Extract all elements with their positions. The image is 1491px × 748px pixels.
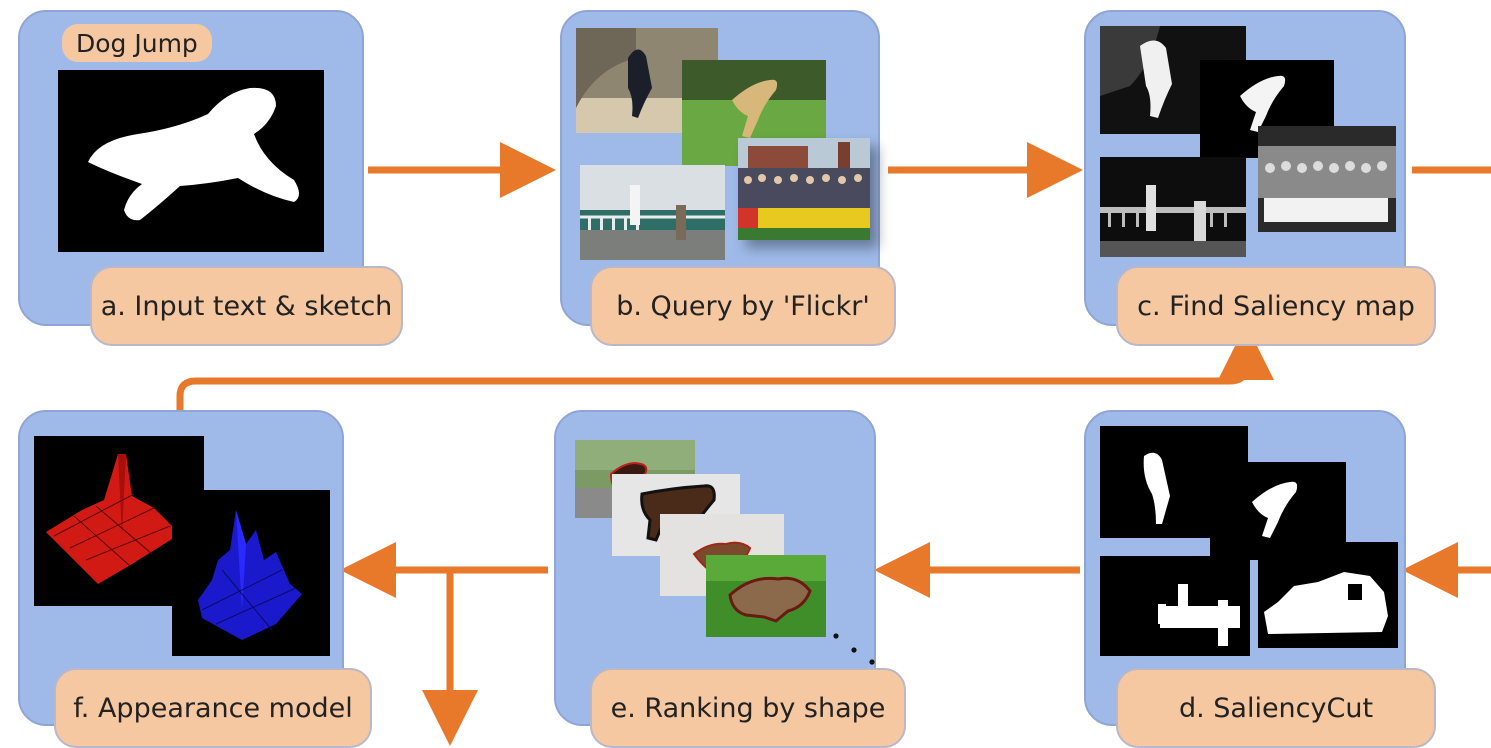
red-histogram-surface bbox=[46, 454, 180, 584]
query-text-tag: Dog Jump bbox=[62, 24, 212, 62]
dog-silhouette bbox=[88, 87, 299, 221]
step-d-label: d. SaliencyCut bbox=[1116, 668, 1436, 748]
saliencycut-mask-4 bbox=[1258, 542, 1398, 648]
saliency-map-3 bbox=[1100, 157, 1246, 257]
flickr-photo-3 bbox=[580, 165, 725, 260]
flickr-photo-1 bbox=[576, 28, 718, 133]
step-f-label: f. Appearance model bbox=[54, 668, 372, 748]
more-results-ellipsis bbox=[833, 633, 875, 665]
step-a-label: a. Input text & sketch bbox=[90, 266, 403, 346]
flickr-photo-2 bbox=[682, 60, 826, 166]
dog-sketch-image bbox=[58, 70, 324, 252]
flickr-photo-4 bbox=[738, 138, 870, 240]
arrow-f-to-c-loop bbox=[176, 324, 1274, 410]
appearance-model-blue bbox=[172, 490, 330, 656]
mask-dog-1 bbox=[1143, 452, 1170, 524]
saliencycut-mask-3 bbox=[1100, 556, 1250, 656]
step-c-label: c. Find Saliency map bbox=[1116, 266, 1436, 346]
mask-dog-2 bbox=[1252, 481, 1298, 538]
step-b-label: b. Query by 'Flickr' bbox=[590, 266, 896, 346]
saliency-map-4 bbox=[1258, 126, 1396, 232]
blue-histogram-surface bbox=[198, 510, 302, 640]
ranked-photo-4 bbox=[706, 555, 826, 637]
step-e-label: e. Ranking by shape bbox=[590, 668, 906, 748]
